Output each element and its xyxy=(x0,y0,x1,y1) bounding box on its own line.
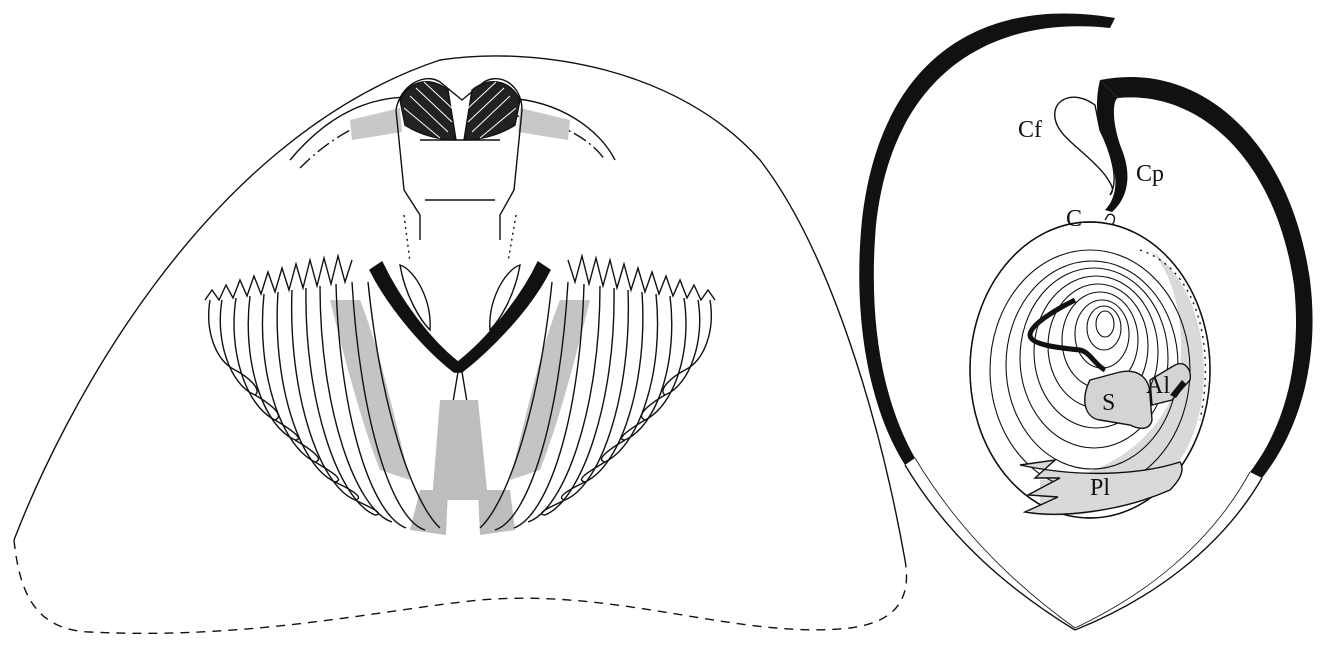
label-pl: Pl xyxy=(1090,475,1110,501)
v-bar xyxy=(370,262,550,372)
central-body xyxy=(420,140,500,200)
label-cp: Cp xyxy=(1136,161,1164,187)
stem-shade-low-right xyxy=(478,490,515,535)
outer-outline-dashed xyxy=(14,540,907,633)
stem-shade-low-left xyxy=(410,490,448,535)
label-c: C xyxy=(1066,206,1082,232)
left-figure xyxy=(14,56,907,633)
stem-shade xyxy=(432,400,488,500)
apex-shade-left xyxy=(350,108,402,140)
label-s: S xyxy=(1102,390,1115,416)
right-figure xyxy=(859,14,1312,630)
dotted-connector-left xyxy=(404,215,410,262)
dotted-connector-right xyxy=(508,215,516,262)
left-wing-shade xyxy=(330,300,410,480)
right-wing-shade xyxy=(510,300,590,480)
label-al: Al xyxy=(1146,373,1170,399)
apex-shade-right xyxy=(518,108,570,140)
label-cf: Cf xyxy=(1018,117,1042,143)
